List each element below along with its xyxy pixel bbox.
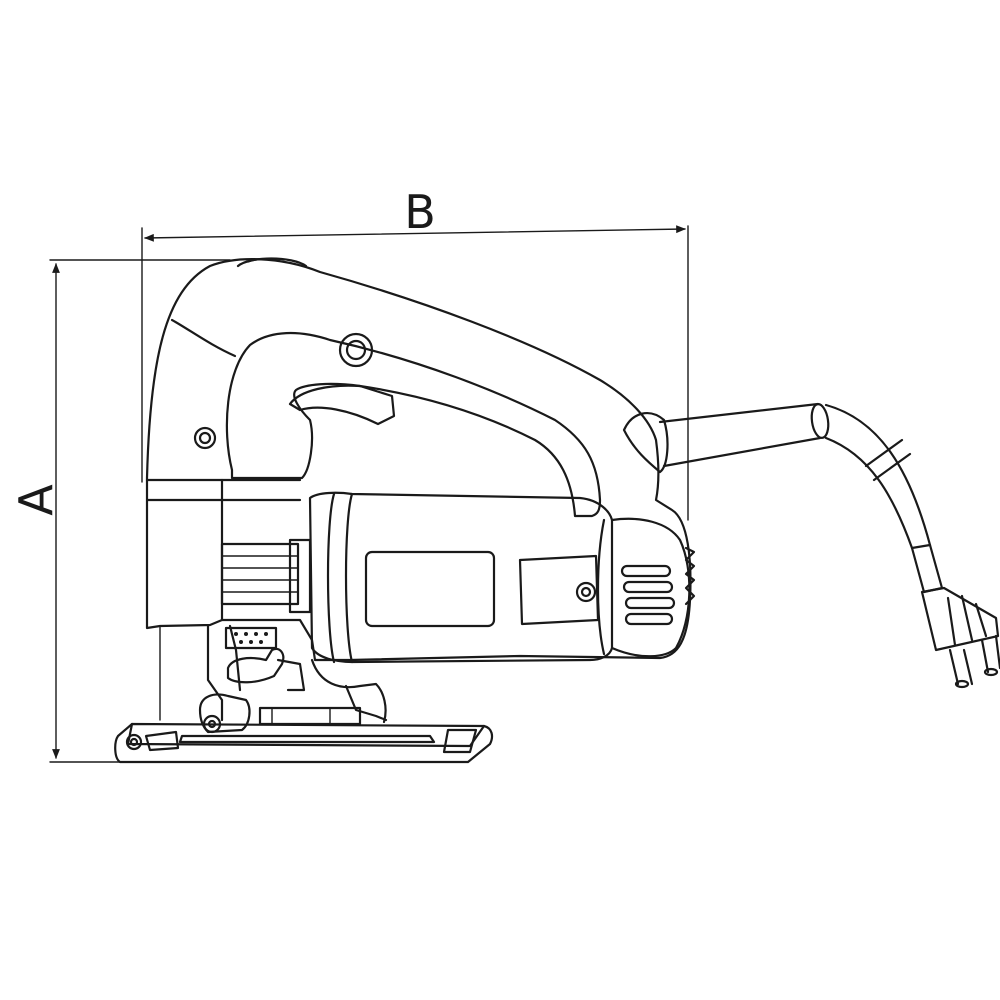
vent-slot xyxy=(624,596,676,610)
blade-mechanism xyxy=(198,624,388,734)
jigsaw-housing xyxy=(145,257,692,662)
vent-slots xyxy=(620,564,676,626)
rear-cap xyxy=(610,517,691,658)
handle-opening xyxy=(225,332,602,518)
plug-neck xyxy=(910,543,944,594)
plug-pin-right xyxy=(980,634,1000,674)
dimension-label-a: A xyxy=(9,484,63,516)
housing-screw-inner xyxy=(198,431,212,445)
clamp-dots xyxy=(234,632,268,644)
top-lock-button-detail xyxy=(247,258,297,263)
shoe-bracket-arm xyxy=(310,658,387,724)
front-seam xyxy=(170,318,237,358)
base-screw-icon xyxy=(125,733,143,751)
shoe-rail xyxy=(258,706,362,726)
base-screw-inner xyxy=(129,737,139,747)
base-plate-toe xyxy=(442,728,478,754)
roller-bracket xyxy=(228,624,242,692)
cord-sleeve xyxy=(658,402,822,468)
roller-guide xyxy=(198,693,251,734)
dimension-label-b: B xyxy=(404,185,436,239)
base-plate-top-edge xyxy=(126,722,486,748)
base-plate xyxy=(114,722,494,764)
front-band xyxy=(145,478,302,502)
guide-arm-left xyxy=(206,624,224,722)
rear-cap-seam xyxy=(596,518,606,656)
lock-on-button-inner xyxy=(345,339,367,361)
power-cord xyxy=(658,402,1000,689)
cable-break-mark xyxy=(864,438,912,482)
gear-block-ribs xyxy=(221,555,299,593)
shoe-rail-details xyxy=(271,707,331,725)
rear-grip-ridges xyxy=(684,546,696,606)
dimension-b: B xyxy=(141,185,689,521)
plug-pin-right-tip xyxy=(983,667,999,677)
motor-side-panel xyxy=(518,554,600,626)
plug-pin-left-tip xyxy=(954,679,970,689)
trigger[interactable] xyxy=(288,384,396,426)
vent-slot xyxy=(620,564,672,578)
motor-label-panel xyxy=(364,550,496,628)
motor-front-ring xyxy=(326,492,336,664)
housing-outline xyxy=(145,258,692,662)
gear-section xyxy=(159,538,312,721)
motor-screw-icon xyxy=(575,581,597,603)
motor-front-ring-inner xyxy=(344,492,354,664)
plug-body xyxy=(920,586,1000,652)
cable-edge-bottom xyxy=(824,436,914,550)
base-front-clamp xyxy=(144,730,180,752)
vent-slot xyxy=(624,612,674,626)
plug-pin-left xyxy=(948,648,974,686)
plug-grip xyxy=(946,594,988,647)
gear-block xyxy=(220,542,300,606)
vent-slot xyxy=(622,580,674,594)
base-plate-groove xyxy=(178,734,436,744)
motor-outline xyxy=(308,491,614,664)
cable-edge-top xyxy=(824,403,932,547)
lock-on-button[interactable] xyxy=(338,332,374,368)
dimension-line-b xyxy=(144,225,686,242)
lever-bracket xyxy=(276,658,306,692)
dimension-a: A xyxy=(9,259,231,763)
cord-sleeve-end xyxy=(810,403,830,439)
housing-screw-icon xyxy=(193,426,217,450)
cord-entry xyxy=(622,412,669,474)
motor-screw-inner xyxy=(580,586,592,598)
gear-collar xyxy=(288,538,312,614)
orbital-lever[interactable] xyxy=(226,647,285,684)
motor-housing xyxy=(308,491,696,664)
blade-clamp xyxy=(224,626,278,650)
base-plate-outline xyxy=(114,722,494,764)
shoe-bracket-foot xyxy=(344,684,388,722)
